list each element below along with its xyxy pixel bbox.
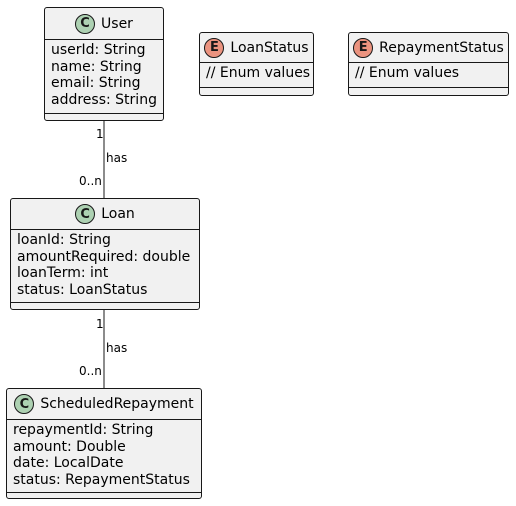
attribute: address: String (51, 91, 157, 108)
enum-repayment-status-name: RepaymentStatus (379, 39, 504, 56)
enum-loan-status-values: // Enum values (200, 63, 313, 88)
enum-loan-status-methods (200, 88, 313, 95)
attribute: status: RepaymentStatus (13, 471, 190, 488)
enum-icon: E (204, 37, 225, 58)
attribute: userId: String (51, 42, 146, 58)
class-icon: C (75, 204, 96, 224)
enum-value: // Enum values (355, 65, 460, 81)
attribute: loanId: String (17, 232, 111, 248)
enum-repayment-status-header: E RepaymentStatus (349, 33, 508, 63)
enum-loan-status[interactable]: E LoanStatus // Enum values (199, 32, 314, 96)
class-loan-name: Loan (101, 206, 135, 222)
class-user-header: C User (45, 8, 163, 40)
relation-label: has (106, 341, 128, 355)
enum-repayment-status-values: // Enum values (349, 63, 508, 88)
class-user-methods (45, 114, 163, 121)
class-loan-methods (11, 303, 199, 310)
enum-icon: E (353, 37, 374, 58)
multiplicity-target: 0..n (79, 364, 102, 378)
enum-value: // Enum values (206, 65, 311, 81)
attribute: name: String (51, 58, 142, 75)
enum-loan-status-name: LoanStatus (230, 39, 309, 56)
attribute: loanTerm: int (17, 265, 109, 281)
attribute: date: LocalDate (13, 455, 124, 471)
multiplicity-target: 0..n (79, 174, 102, 188)
class-user-attributes: userId: String name: String email: Strin… (45, 40, 163, 114)
attribute: repaymentId: String (13, 422, 154, 438)
attribute: status: LoanStatus (17, 281, 148, 298)
class-scheduled-repayment-attributes: repaymentId: String amount: Double date:… (7, 420, 201, 493)
multiplicity-source: 1 (96, 317, 104, 331)
attribute: email: String (51, 75, 141, 91)
class-scheduled-repayment-methods (7, 493, 201, 500)
class-loan-attributes: loanId: String amountRequired: double lo… (11, 230, 199, 303)
class-scheduled-repayment[interactable]: C ScheduledRepayment repaymentId: String… (6, 388, 202, 499)
class-loan-header: C Loan (11, 199, 199, 230)
multiplicity-source: 1 (96, 127, 104, 141)
class-user[interactable]: C User userId: String name: String email… (44, 7, 164, 121)
relation-label: has (106, 151, 128, 165)
class-scheduled-repayment-name: ScheduledRepayment (40, 396, 194, 412)
class-scheduled-repayment-header: C ScheduledRepayment (7, 389, 201, 420)
class-icon: C (75, 13, 96, 34)
enum-loan-status-header: E LoanStatus (200, 33, 313, 63)
class-user-name: User (101, 15, 133, 32)
class-icon: C (14, 394, 35, 414)
enum-repayment-status[interactable]: E RepaymentStatus // Enum values (348, 32, 509, 96)
attribute: amount: Double (13, 438, 126, 455)
attribute: amountRequired: double (17, 248, 191, 265)
enum-repayment-status-methods (349, 88, 508, 95)
class-loan[interactable]: C Loan loanId: String amountRequired: do… (10, 198, 200, 310)
